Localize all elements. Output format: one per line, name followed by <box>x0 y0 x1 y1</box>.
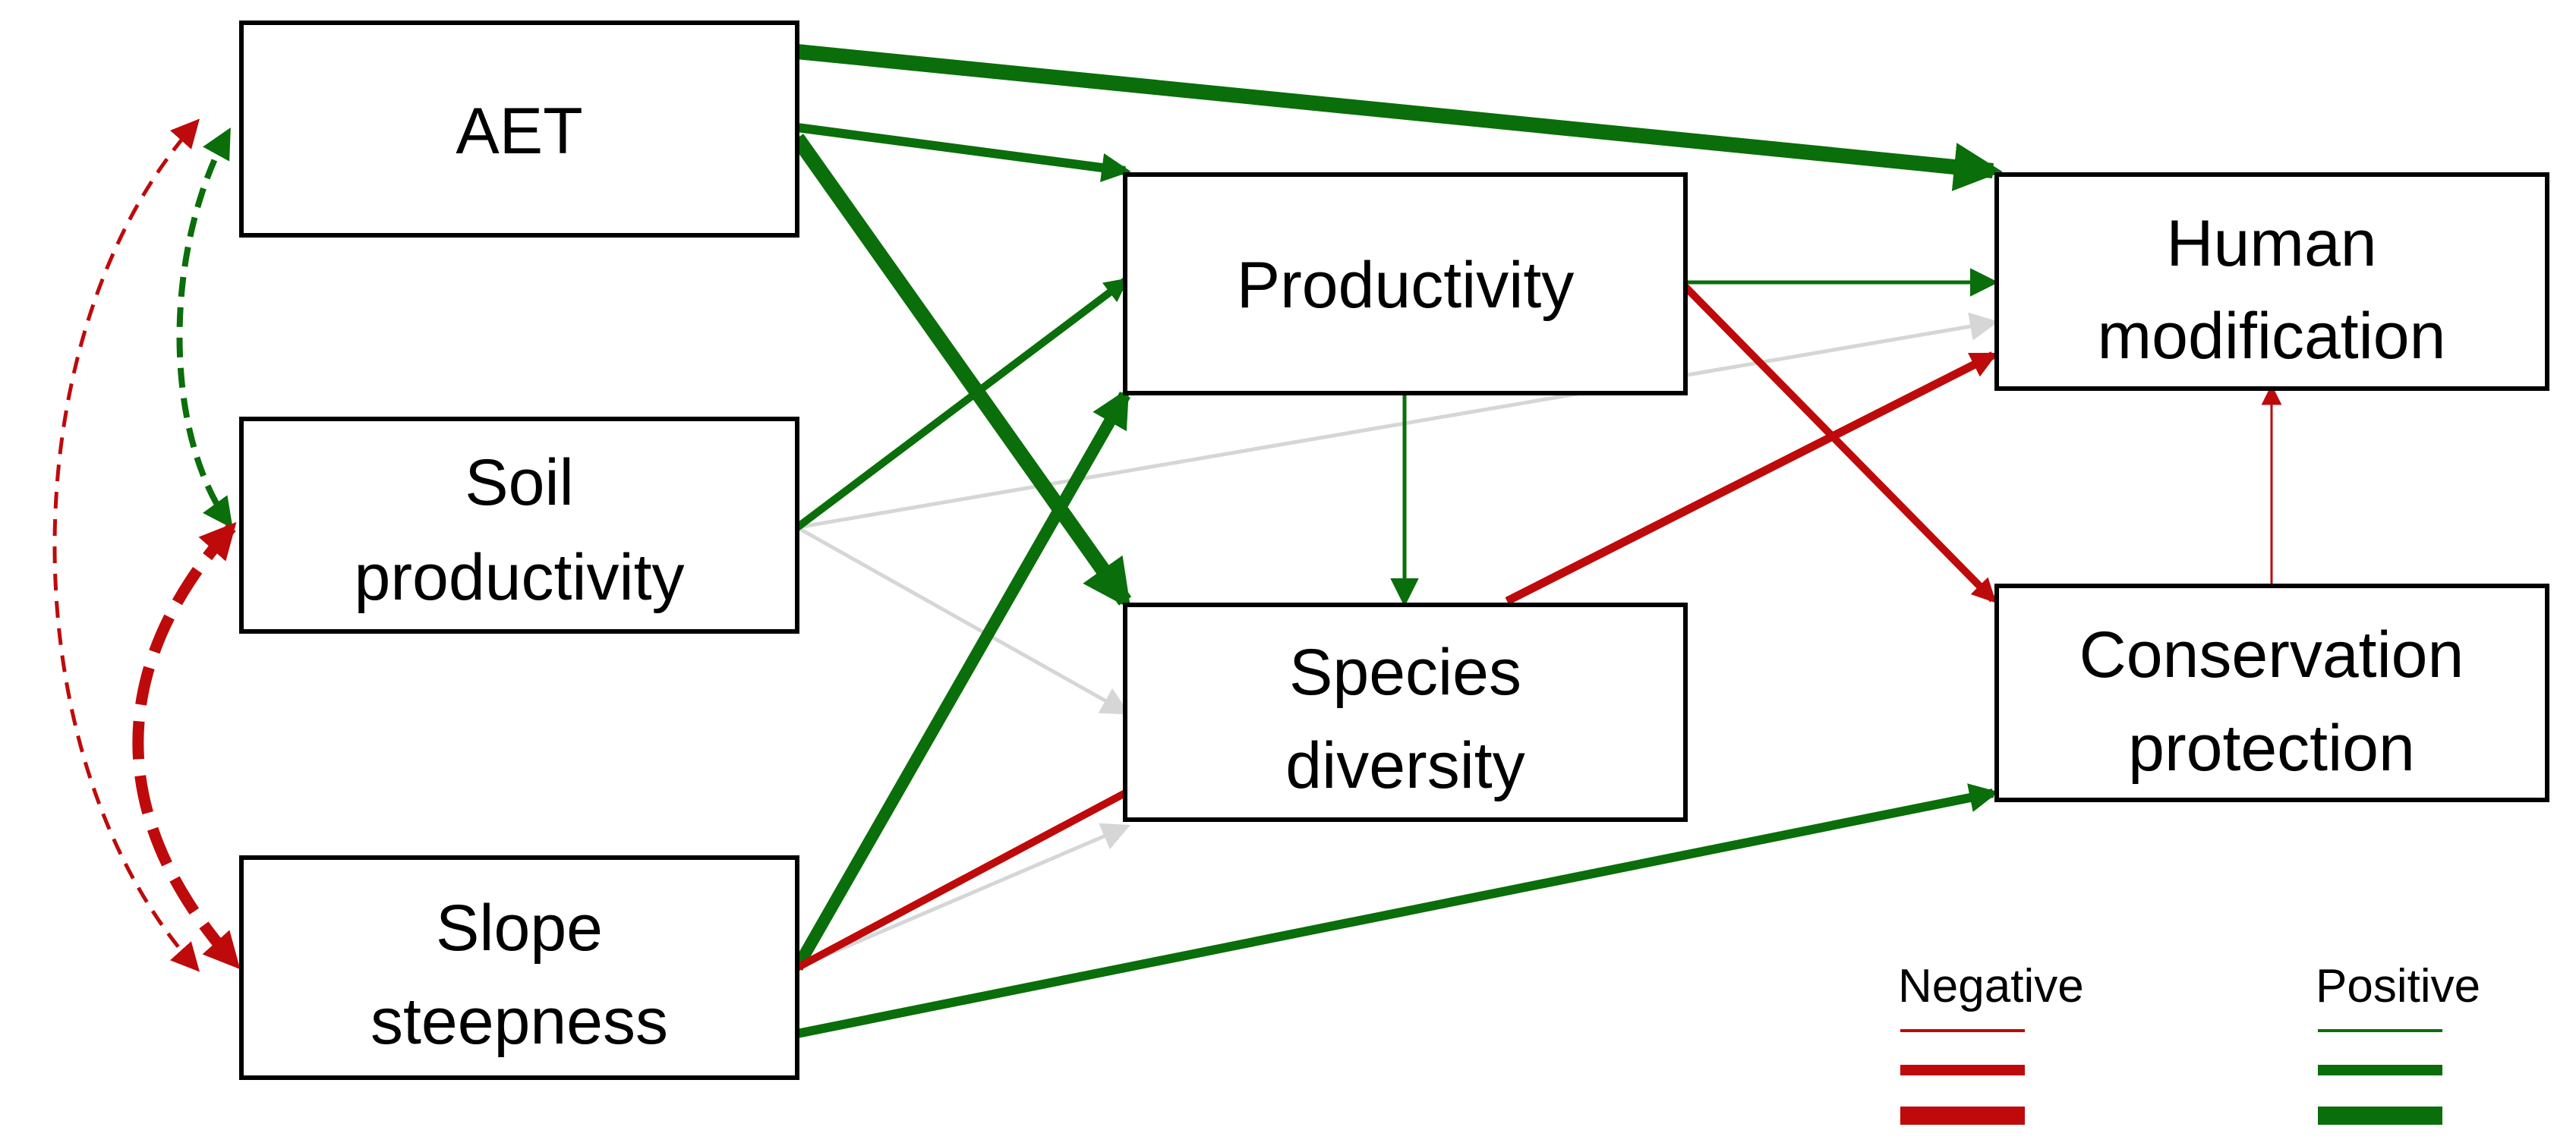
node-human-label-line2: modification <box>2098 300 2446 373</box>
node-soil-label-line2: productivity <box>355 541 685 614</box>
node-productivity-label: Productivity <box>1237 249 1575 322</box>
legend-negative-label: Negative <box>1898 960 2084 1012</box>
nonsignificant-layer <box>796 312 1999 970</box>
edge-aet-to-species <box>790 134 1132 609</box>
edge-slope-to-species-negative <box>795 789 1127 971</box>
node-conservation: Conservation protection <box>1994 584 2549 802</box>
node-productivity: Productivity <box>1123 172 1688 395</box>
edge-slope-to-species-ns <box>796 823 1130 970</box>
edge-soil-to-human <box>796 312 1999 530</box>
edge-aet-to-productivity <box>796 123 1131 183</box>
node-conservation-label-line1: Conservation <box>2079 619 2464 691</box>
node-aet-label: AET <box>456 95 582 168</box>
node-conservation-label-line2: protection <box>2128 712 2415 785</box>
node-soil: Soil productivity <box>239 417 799 634</box>
legend-positive-label: Positive <box>2316 960 2480 1012</box>
path-layer <box>790 44 2282 1038</box>
edge-aet-to-human <box>796 44 2003 191</box>
node-species: Species diversity <box>1123 603 1688 822</box>
node-human-label-line1: Human <box>2166 207 2376 280</box>
edge-slope-to-productivity <box>792 388 1130 971</box>
node-slope: Slope steepness <box>239 855 799 1080</box>
edge-slope-to-conservation <box>796 783 1999 1038</box>
correlation-aet-soil <box>176 127 233 529</box>
node-human: Human modification <box>1994 172 2549 391</box>
edge-productivity-to-conservation <box>1682 284 1997 603</box>
edge-soil-to-productivity <box>794 278 1130 530</box>
node-soil-label-line1: Soil <box>465 446 573 519</box>
correlation-aet-slope <box>52 118 200 972</box>
correlation-layer <box>52 118 241 972</box>
node-species-label-line1: Species <box>1289 636 1521 709</box>
node-slope-label-line2: steepness <box>370 985 668 1058</box>
legend: Negative Positive <box>1898 960 2480 1125</box>
edge-soil-to-species <box>796 525 1130 715</box>
node-slope-label-line1: Slope <box>436 892 603 965</box>
correlation-soil-slope <box>132 521 241 970</box>
node-aet: AET <box>239 20 799 238</box>
node-species-label-line2: diversity <box>1285 729 1524 802</box>
edge-species-to-human <box>1505 351 1998 605</box>
